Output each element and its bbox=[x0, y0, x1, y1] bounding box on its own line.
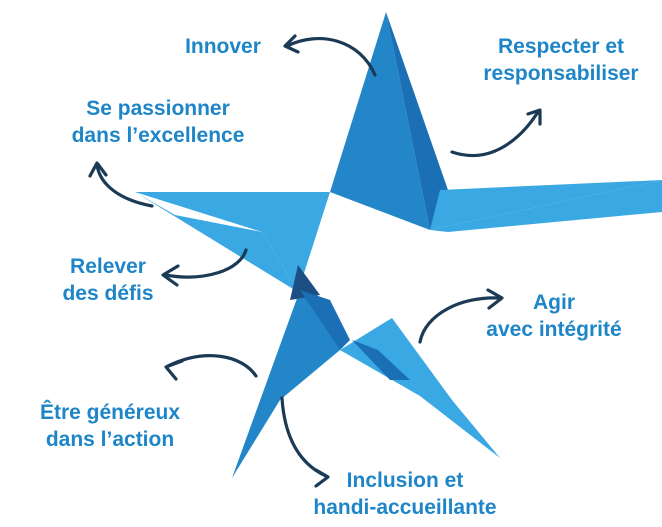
value-inclusion-line2: handi-accueillante bbox=[313, 496, 497, 519]
value-relever-line2: des défis bbox=[62, 282, 154, 305]
value-agir: Agir avec intégrité bbox=[449, 289, 659, 343]
value-respecter: Respecter et responsabiliser bbox=[464, 33, 658, 87]
arrow-respect-head bbox=[526, 108, 542, 126]
star-top-spike-shade bbox=[386, 12, 448, 230]
value-passionner-line1: Se passionner bbox=[86, 97, 230, 120]
arrow-inclusion bbox=[280, 396, 328, 478]
star-lower-right-shade bbox=[352, 340, 410, 380]
star-left-spike-top bbox=[135, 192, 298, 292]
value-respecter-line1: Respecter et bbox=[497, 35, 625, 58]
star-lower-inner bbox=[300, 290, 350, 350]
value-etre: Être généreux dans l’action bbox=[8, 399, 212, 453]
value-relever: Relever des défis bbox=[38, 253, 178, 307]
value-passionner-line2: dans l’excellence bbox=[71, 124, 245, 147]
value-inclusion: Inclusion et handi-accueillante bbox=[280, 467, 530, 521]
value-relever-line1: Relever bbox=[70, 255, 146, 278]
arrow-agir bbox=[418, 296, 502, 344]
value-inclusion-line1: Inclusion et bbox=[346, 469, 464, 492]
arrow-etre-head bbox=[164, 359, 184, 381]
value-etre-line1: Être généreux bbox=[39, 401, 181, 424]
arrow-etre bbox=[166, 354, 258, 378]
arrow-agir-head bbox=[486, 288, 504, 310]
arrow-relever-head bbox=[161, 264, 180, 287]
value-innover: Innover bbox=[160, 33, 286, 60]
star-lower-left-shade bbox=[290, 265, 320, 300]
star-left-spike bbox=[135, 192, 330, 292]
value-passionner: Se passionner dans l’excellence bbox=[40, 95, 276, 149]
star-lower-left-arm bbox=[232, 265, 340, 478]
arrow-passion-head bbox=[88, 161, 108, 178]
value-etre-line2: dans l’action bbox=[45, 428, 175, 451]
value-agir-line2: avec intégrité bbox=[486, 318, 622, 341]
arrow-innover bbox=[285, 37, 377, 77]
value-respecter-line2: responsabiliser bbox=[483, 62, 639, 85]
arrow-relever bbox=[163, 248, 248, 279]
star-top-spike bbox=[330, 12, 430, 230]
arrow-respect bbox=[450, 110, 540, 158]
value-innover-line1: Innover bbox=[185, 35, 261, 58]
value-agir-line1: Agir bbox=[533, 291, 575, 314]
arrow-innover-head bbox=[283, 34, 300, 54]
star-right-spike-bottom bbox=[430, 180, 662, 232]
arrow-inclusion-head bbox=[314, 468, 330, 488]
arrow-passion bbox=[95, 163, 154, 208]
